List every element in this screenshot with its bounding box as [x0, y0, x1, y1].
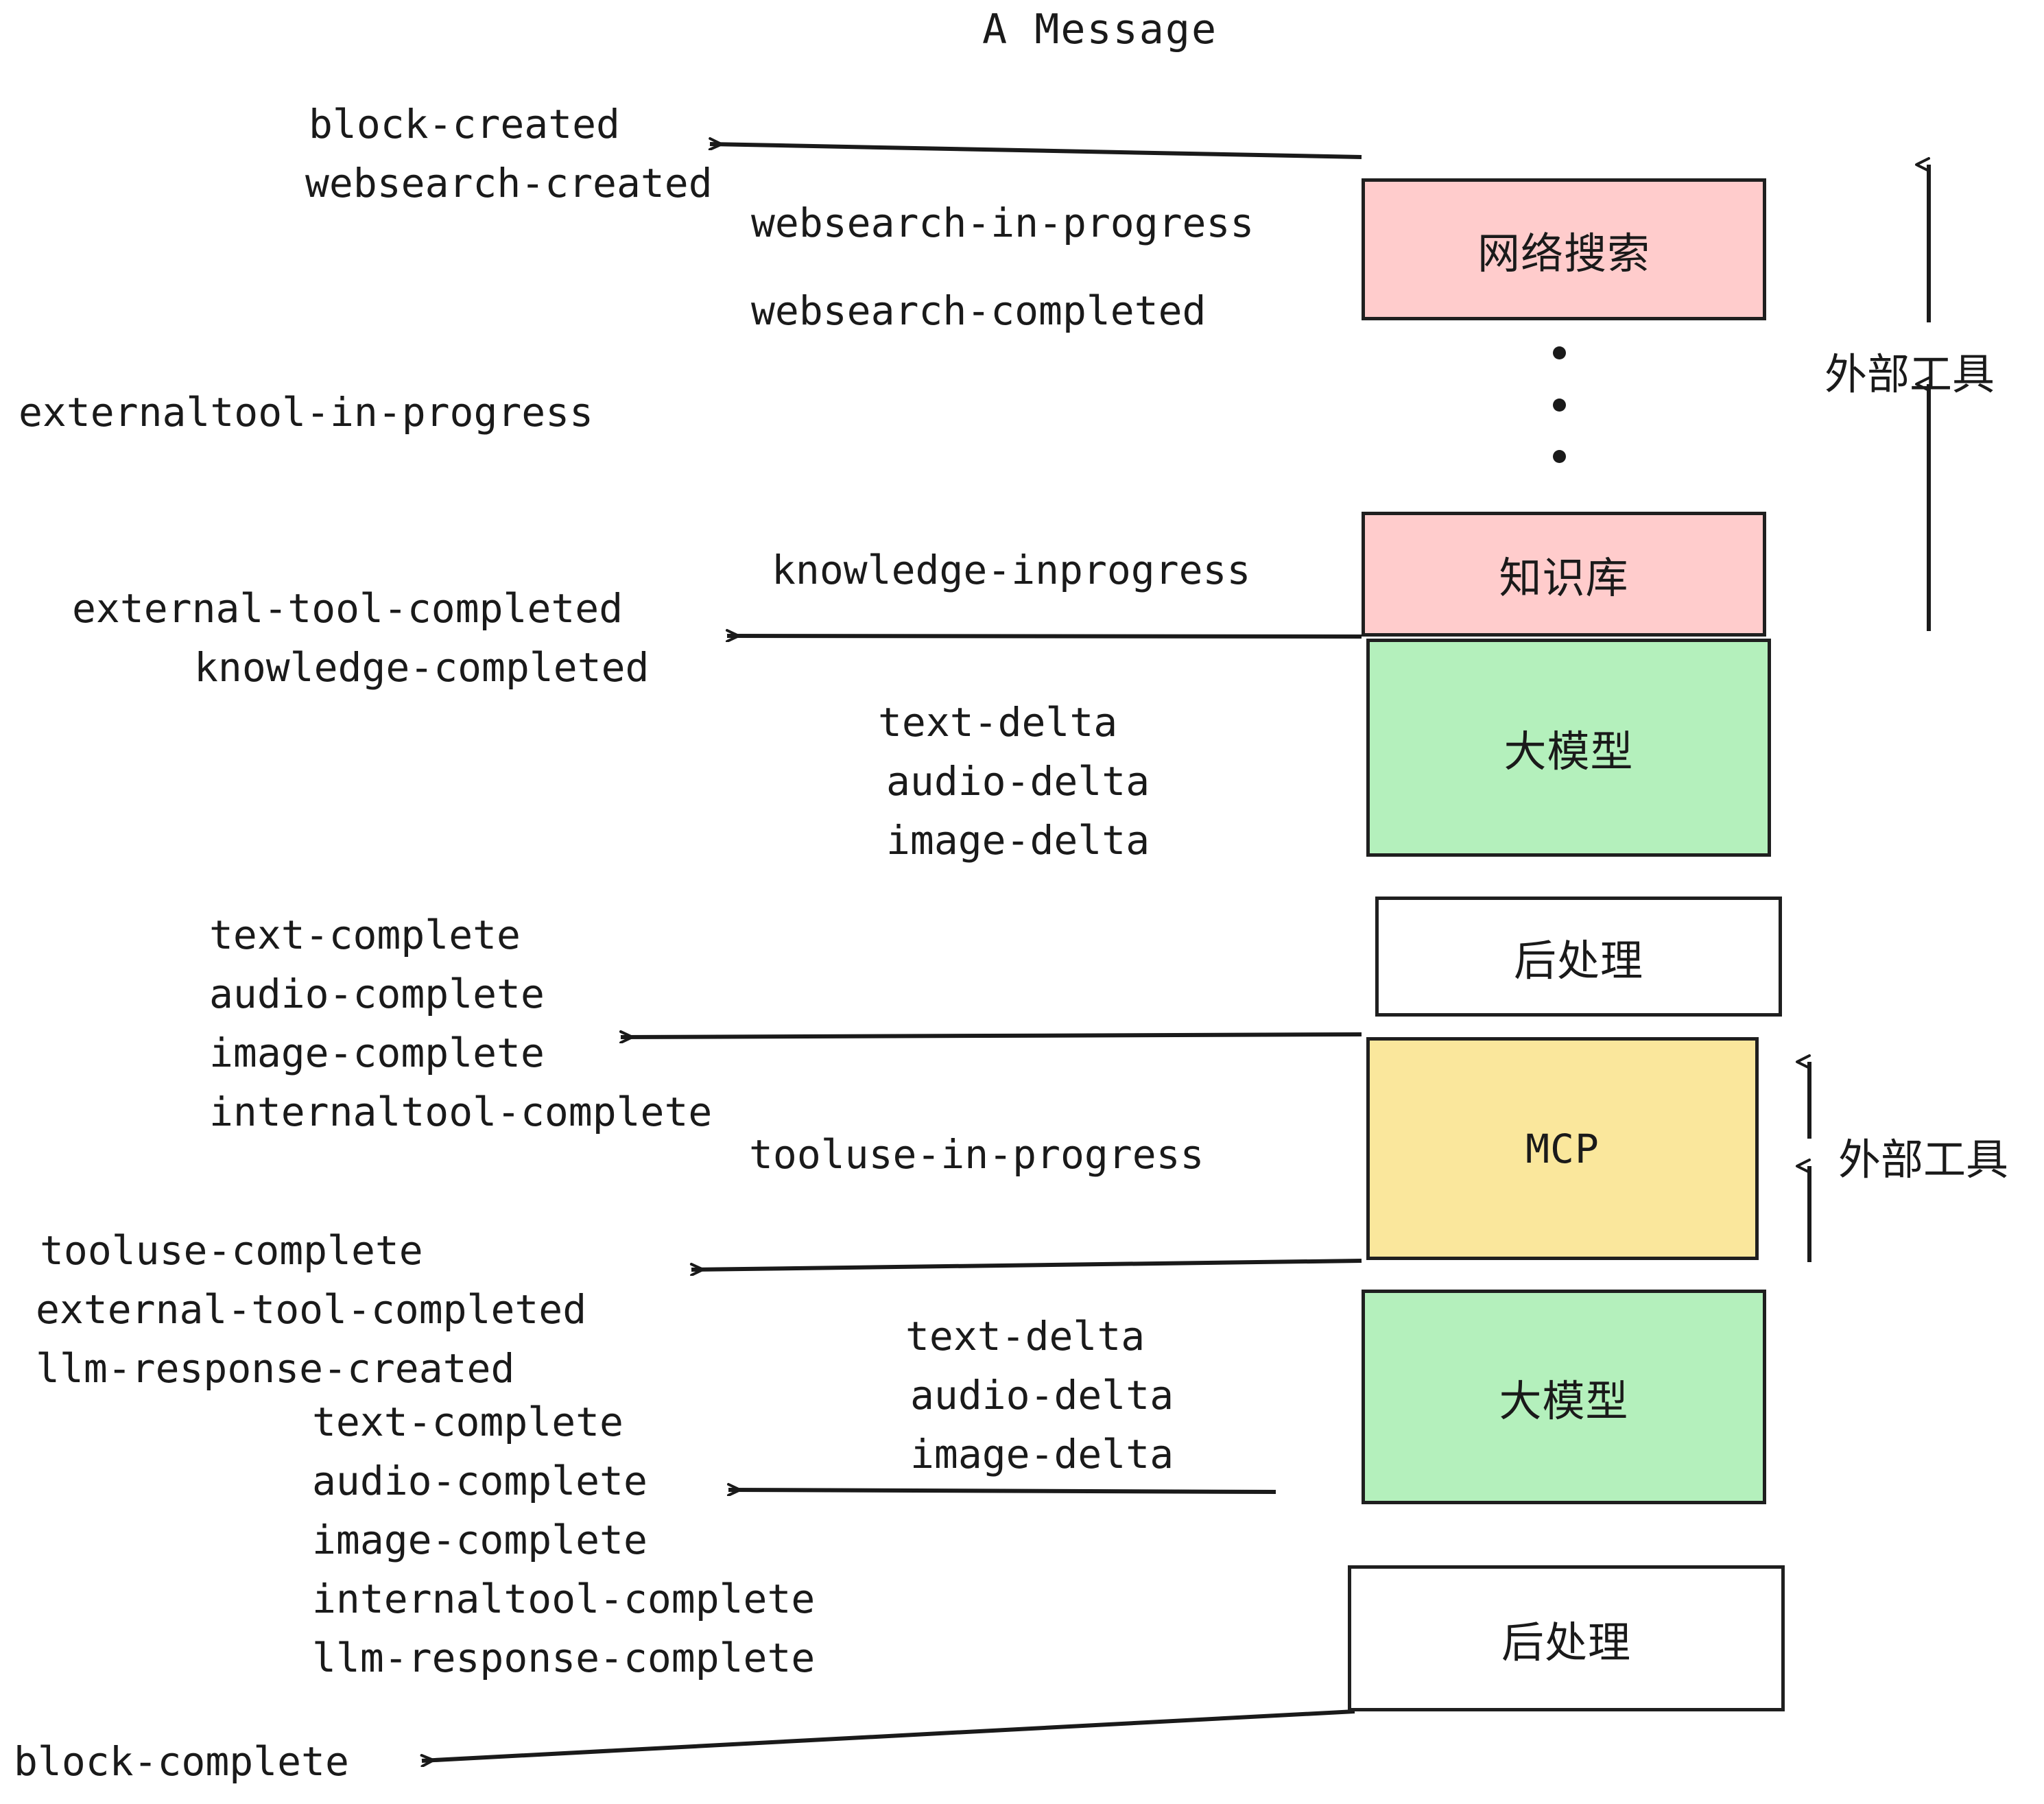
- event-label: text-delta: [905, 1313, 1145, 1360]
- event-label: audio-delta: [886, 758, 1150, 805]
- node-llm-2-label: 大模型: [1499, 1375, 1629, 1426]
- bracket-label-external-tools-top: 外部工具: [1825, 349, 1995, 399]
- event-label: tooluse-complete: [40, 1227, 423, 1274]
- event-label: websearch-completed: [751, 287, 1207, 334]
- event-group-llm-deltas-1: text-delta audio-delta image-delta: [878, 693, 1150, 870]
- event-label: internaltool-complete: [209, 1089, 713, 1135]
- event-label: image-delta: [910, 1431, 1174, 1477]
- event-group-tooluse-in-progress: tooluse-in-progress: [749, 1125, 1204, 1184]
- event-label: block-created: [309, 101, 620, 147]
- event-group-completes-2: text-complete audio-complete image-compl…: [312, 1392, 815, 1687]
- arrow-postprocess1-to-image-complete: [621, 1034, 1362, 1037]
- event-label: llm-response-complete: [312, 1635, 816, 1681]
- event-label: websearch-created: [305, 160, 713, 206]
- event-label: image-complete: [209, 1030, 545, 1076]
- node-websearch-label: 网络搜索: [1477, 228, 1650, 278]
- event-label: internaltool-complete: [312, 1576, 816, 1622]
- node-postprocess-1-label: 后处理: [1513, 935, 1643, 986]
- event-label: tooluse-in-progress: [749, 1131, 1204, 1178]
- event-group-completes-1: text-complete audio-complete image-compl…: [209, 905, 712, 1141]
- event-label: text-delta: [878, 699, 1118, 746]
- page-title: A Message: [982, 5, 1218, 54]
- event-label: knowledge-completed: [194, 644, 650, 691]
- event-label: block-complete: [14, 1738, 349, 1785]
- node-postprocess-2-label: 后处理: [1501, 1617, 1631, 1667]
- node-llm-1[interactable]: 大模型: [1366, 639, 1771, 857]
- event-label: externaltool-in-progress: [19, 389, 594, 436]
- arrow-postprocess2-to-block-complete: [422, 1709, 1355, 1761]
- arrow-mcp-to-tooluse-complete: [691, 1259, 1362, 1270]
- node-postprocess-1[interactable]: 后处理: [1375, 897, 1782, 1017]
- arrow-websearch-to-block-created: [710, 144, 1362, 159]
- node-mcp-label: MCP: [1525, 1125, 1600, 1172]
- vertical-ellipsis-icon: [1552, 346, 1566, 463]
- event-group-websearch-progress: websearch-in-progress websearch-complete…: [751, 193, 1254, 340]
- node-postprocess-2[interactable]: 后处理: [1348, 1565, 1785, 1711]
- event-label: audio-delta: [910, 1372, 1174, 1419]
- event-label: text-complete: [312, 1399, 623, 1445]
- event-group-tooluse-complete: tooluse-complete external-tool-completed…: [36, 1221, 586, 1398]
- event-group-external-tool-completed: external-tool-completed knowledge-comple…: [72, 579, 649, 697]
- event-group-block-created: block-created websearch-created: [305, 95, 713, 213]
- event-group-externaltool-in-progress: externaltool-in-progress: [19, 383, 593, 442]
- node-llm-2[interactable]: 大模型: [1362, 1290, 1766, 1504]
- event-label: knowledge-inprogress: [772, 547, 1251, 593]
- event-label: llm-response-created: [36, 1345, 515, 1392]
- event-group-block-complete: block-complete: [14, 1732, 349, 1791]
- event-label: image-delta: [886, 817, 1150, 864]
- node-knowledge[interactable]: 知识库: [1362, 512, 1766, 637]
- node-websearch[interactable]: 网络搜索: [1362, 178, 1766, 320]
- event-label: external-tool-completed: [72, 585, 623, 632]
- node-llm-1-label: 大模型: [1504, 726, 1634, 776]
- event-group-knowledge-inprogress: knowledge-inprogress: [772, 541, 1250, 600]
- event-label: text-complete: [209, 912, 521, 958]
- event-label: audio-complete: [312, 1458, 647, 1504]
- arrow-knowledge-to-knowledge-completed: [727, 636, 1362, 637]
- node-knowledge-label: 知识库: [1499, 553, 1629, 603]
- event-label: image-complete: [312, 1517, 647, 1563]
- bracket-label-external-tools-bottom: 外部工具: [1838, 1135, 2009, 1185]
- event-group-llm-deltas-2: text-delta audio-delta image-delta: [905, 1307, 1174, 1484]
- event-label: audio-complete: [209, 971, 545, 1017]
- node-mcp[interactable]: MCP: [1366, 1037, 1759, 1260]
- event-label: websearch-in-progress: [751, 200, 1255, 246]
- event-label: external-tool-completed: [36, 1286, 587, 1333]
